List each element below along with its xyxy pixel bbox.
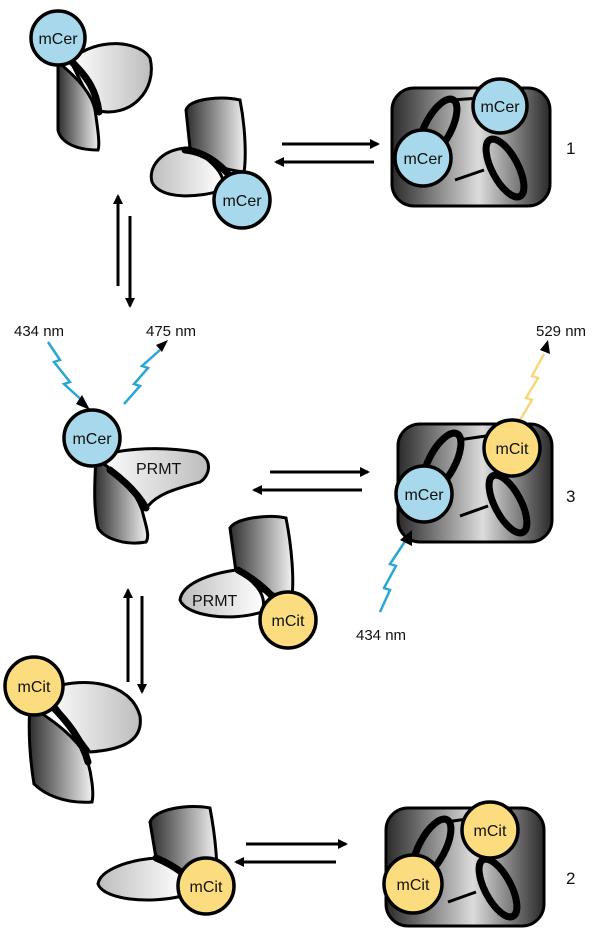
excitation-photon-top (46, 341, 90, 410)
complex-number-2: 2 (566, 869, 575, 888)
monomer-mcer-prmt: mCer PRMT (62, 408, 210, 545)
mcit-label: mCit (496, 441, 529, 458)
equilibrium-arrows-top (274, 139, 380, 167)
excitation-photon-bottom (378, 530, 412, 613)
mcer-label: mCer (403, 151, 443, 168)
complex-3-mcer-mcit: mCit mCer (394, 418, 554, 544)
mcit-circle (3, 655, 65, 717)
monomer-mcit-bottom-middle: mCit (96, 805, 236, 916)
excitation-label-bottom: 434 nm (356, 627, 406, 644)
mcit-circle (382, 853, 444, 915)
excitation-label-top: 434 nm (14, 323, 64, 340)
mcit-label: mCit (397, 877, 430, 894)
complex-number-1: 1 (566, 139, 575, 158)
emission-photon-cyan (123, 340, 168, 405)
prmt-label: PRMT (136, 461, 182, 478)
emission-label-yellow: 529 nm (536, 323, 586, 340)
mcit-circle (460, 800, 520, 860)
mcer-circle (62, 408, 122, 468)
mcit-circle (176, 856, 236, 916)
complex-2-mcit-mcit: mCit mCit (382, 800, 546, 928)
mcit-label: mCit (272, 613, 305, 630)
emission-label-cyan: 475 nm (146, 323, 196, 340)
equilibrium-arrows-middle (252, 467, 370, 495)
monomer-mcer-top-left: mCer (29, 9, 153, 152)
monomer-mcit-lower-left: mCit (3, 655, 142, 804)
mcer-circle (212, 170, 272, 230)
mcer-circle (29, 9, 87, 67)
monomer-mcer-top-middle: mCer (149, 96, 272, 230)
equilibrium-arrows-bottom (234, 839, 348, 867)
complex-1-mcer-mcer: mCer mCer (390, 77, 552, 208)
mcit-label: mCit (18, 679, 51, 696)
equilibrium-arrows-vertical-upper (113, 194, 135, 308)
mcer-label: mCer (72, 431, 112, 448)
monomer-mcit-prmt: PRMT mCit (178, 514, 318, 650)
mcit-circle (258, 590, 318, 650)
mcer-label: mCer (222, 193, 262, 210)
mcit-circle (482, 418, 542, 478)
complex-number-3: 3 (566, 487, 575, 506)
prmt-label: PRMT (192, 593, 238, 610)
mcer-circle (471, 77, 529, 135)
emission-photon-yellow (518, 340, 550, 421)
equilibrium-arrows-vertical-lower (123, 588, 147, 694)
mcit-label: mCit (474, 823, 507, 840)
mcer-label: mCer (404, 487, 444, 504)
mcer-circle (393, 128, 453, 188)
mcit-label: mCit (190, 879, 223, 896)
mcer-label: mCer (480, 99, 520, 116)
mcer-label: mCer (38, 31, 78, 48)
mcer-circle (394, 464, 454, 524)
